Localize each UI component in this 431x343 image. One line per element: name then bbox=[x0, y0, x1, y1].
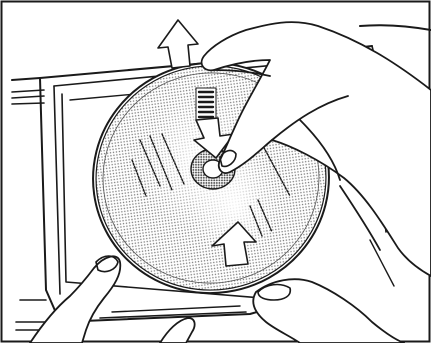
disc-logo-mark bbox=[196, 88, 216, 120]
